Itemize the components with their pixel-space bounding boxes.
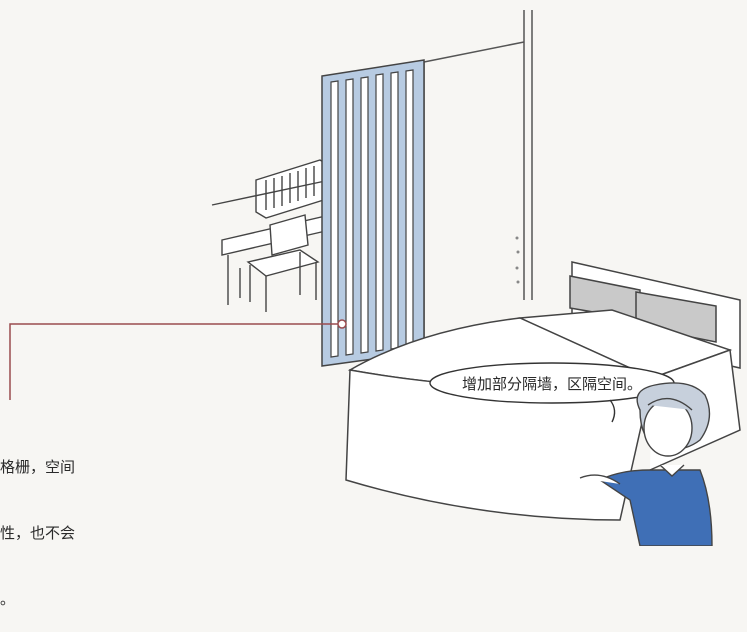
pointer-line bbox=[9, 323, 338, 400]
woman-figure bbox=[579, 382, 713, 546]
speech-bubble-text: 增加部分隔墙，区隔空间。 bbox=[461, 374, 642, 393]
callout-text: 格栅，空间 性，也不会 。 bbox=[0, 412, 140, 632]
wall bbox=[423, 10, 533, 352]
callout-line: 性，也不会 bbox=[0, 524, 76, 542]
callout-line: 格栅，空间 bbox=[0, 458, 76, 476]
illustration-scene bbox=[9, 10, 741, 546]
chair bbox=[239, 214, 320, 312]
lattice-partition bbox=[321, 59, 425, 367]
callout-line: 。 bbox=[0, 590, 16, 608]
wall-dots bbox=[515, 236, 520, 284]
